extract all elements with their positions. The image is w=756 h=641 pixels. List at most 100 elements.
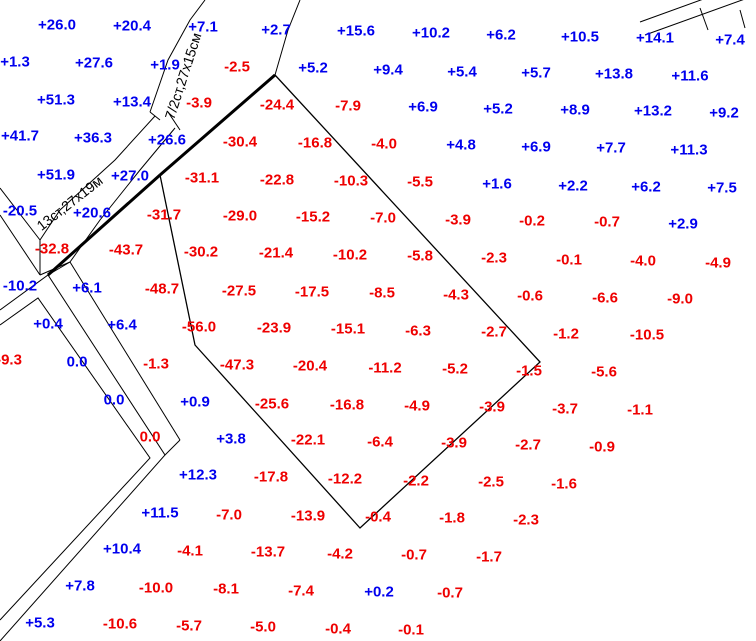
elevation-value: -0.4 — [325, 620, 351, 638]
elevation-value: -24.4 — [259, 96, 295, 114]
elevation-value: -4.3 — [443, 286, 469, 304]
elevation-value: -2.3 — [481, 249, 507, 267]
elevation-value: -10.5 — [629, 326, 665, 344]
elevation-value: -22.8 — [259, 171, 295, 189]
elevation-value: -5.2 — [442, 360, 468, 378]
elevation-value: -47.3 — [219, 356, 255, 374]
elevation-value: +5.4 — [447, 63, 477, 81]
elevation-value: -6.4 — [367, 433, 393, 451]
elevation-value: -10.3 — [333, 172, 369, 190]
elevation-value: +36.3 — [74, 129, 112, 147]
elevation-value: -30.2 — [183, 243, 219, 261]
elevation-value: -5.5 — [407, 173, 433, 191]
elevation-value: +7.8 — [65, 577, 95, 595]
elevation-value: -13.9 — [290, 507, 326, 525]
elevation-value: -2.7 — [481, 323, 507, 341]
elevation-value: -1.7 — [476, 548, 502, 566]
elevation-value: +9.4 — [373, 61, 403, 79]
elevation-value: -10.2 — [2, 277, 38, 295]
excavation-pit-outline — [159, 74, 541, 529]
elevation-value: -0.9 — [589, 438, 615, 456]
elevation-value: -10.0 — [138, 579, 174, 597]
elevation-value: -7.0 — [216, 506, 242, 524]
elevation-value: +7.4 — [715, 31, 745, 49]
elevation-value: -2.3 — [513, 511, 539, 529]
elevation-value: -27.5 — [221, 282, 257, 300]
elevation-value: +15.6 — [337, 22, 375, 40]
elevation-value: +5.3 — [25, 614, 55, 632]
elevation-value: +5.2 — [298, 59, 328, 77]
elevation-value: +6.9 — [408, 98, 438, 116]
elevation-value: -15.1 — [330, 320, 366, 338]
elevation-value: -0.7 — [401, 546, 427, 564]
elevation-value: +10.4 — [103, 540, 141, 558]
elevation-value: +6.4 — [107, 316, 137, 334]
elevation-value: -21.4 — [258, 244, 294, 262]
elevation-value: +0.9 — [180, 393, 210, 411]
elevation-value: -0.6 — [517, 287, 543, 305]
elevation-value: -32.8 — [34, 240, 70, 258]
elevation-value: -12.2 — [327, 470, 363, 488]
elevation-value: +5.2 — [483, 100, 513, 118]
elevation-value: -5.8 — [407, 247, 433, 265]
elevation-value: +11.3 — [670, 141, 708, 159]
elevation-value: -1.5 — [516, 362, 542, 380]
elevation-value: +13.4 — [113, 93, 151, 111]
elevation-value: +51.9 — [37, 166, 75, 184]
elevation-value: -7.4 — [288, 582, 314, 600]
elevation-value: -23.9 — [256, 319, 292, 337]
elevation-value: -2.5 — [478, 473, 504, 491]
elevation-value: -0.1 — [556, 251, 582, 269]
elevation-value: +2.9 — [668, 215, 698, 233]
elevation-value: 0.0 — [66, 353, 88, 371]
elevation-value: +14.1 — [636, 29, 674, 47]
elevation-value: -48.7 — [144, 280, 180, 298]
elevation-value: -22.1 — [290, 431, 326, 449]
elevation-value: +0.2 — [364, 583, 394, 601]
elevation-value: +2.7 — [261, 21, 291, 39]
building-outline-lower-left — [0, 214, 181, 641]
elevation-value: +12.3 — [179, 466, 217, 484]
elevation-value: +6.2 — [631, 178, 661, 196]
elevation-value: +20.4 — [113, 17, 151, 35]
elevation-value: -17.8 — [253, 468, 289, 486]
elevation-value: -3.9 — [186, 94, 212, 112]
elevation-value: 0.0 — [103, 391, 125, 409]
elevation-value: -6.3 — [405, 322, 431, 340]
elevation-value: -1.8 — [439, 509, 465, 527]
elevation-value: +7.5 — [707, 179, 737, 197]
elevation-value: +5.7 — [521, 64, 551, 82]
elevation-value: +11.6 — [671, 67, 709, 85]
elevation-value: -20.4 — [292, 357, 328, 375]
elevation-value: -20.5 — [2, 202, 38, 220]
elevation-value: +13.2 — [634, 102, 672, 120]
elevation-value: +11.5 — [141, 504, 179, 522]
elevation-value: -8.5 — [369, 284, 395, 302]
elevation-value: -10.2 — [332, 246, 368, 264]
elevation-value: +6.1 — [72, 279, 102, 297]
elevation-value: -6.6 — [592, 289, 618, 307]
elevation-value: +27.0 — [111, 167, 149, 185]
elevation-value: -17.5 — [294, 283, 330, 301]
elevation-value: -5.7 — [176, 617, 202, 635]
elevation-value: -1.2 — [553, 325, 579, 343]
elevation-value: +0.4 — [33, 315, 63, 333]
elevation-value: -16.8 — [297, 134, 333, 152]
elevation-value: -3.7 — [552, 400, 578, 418]
elevation-value: +1.9 — [150, 56, 180, 74]
elevation-value: -4.2 — [327, 545, 353, 563]
elevation-value: -0.4 — [365, 508, 391, 526]
elevation-value: -30.4 — [222, 133, 258, 151]
elevation-value: -25.6 — [254, 395, 290, 413]
elevation-value: -4.0 — [630, 252, 656, 270]
elevation-value: -9.0 — [667, 290, 693, 308]
elevation-value: 0.0 — [139, 428, 161, 446]
elevation-value: +41.7 — [1, 127, 39, 145]
elevation-value: -9.3 — [0, 351, 22, 369]
elevation-value: +27.6 — [75, 54, 113, 72]
elevation-value: +10.5 — [561, 28, 599, 46]
elevation-value: +7.1 — [188, 18, 218, 36]
elevation-value: +10.2 — [412, 24, 450, 42]
elevation-value: -0.7 — [437, 584, 463, 602]
